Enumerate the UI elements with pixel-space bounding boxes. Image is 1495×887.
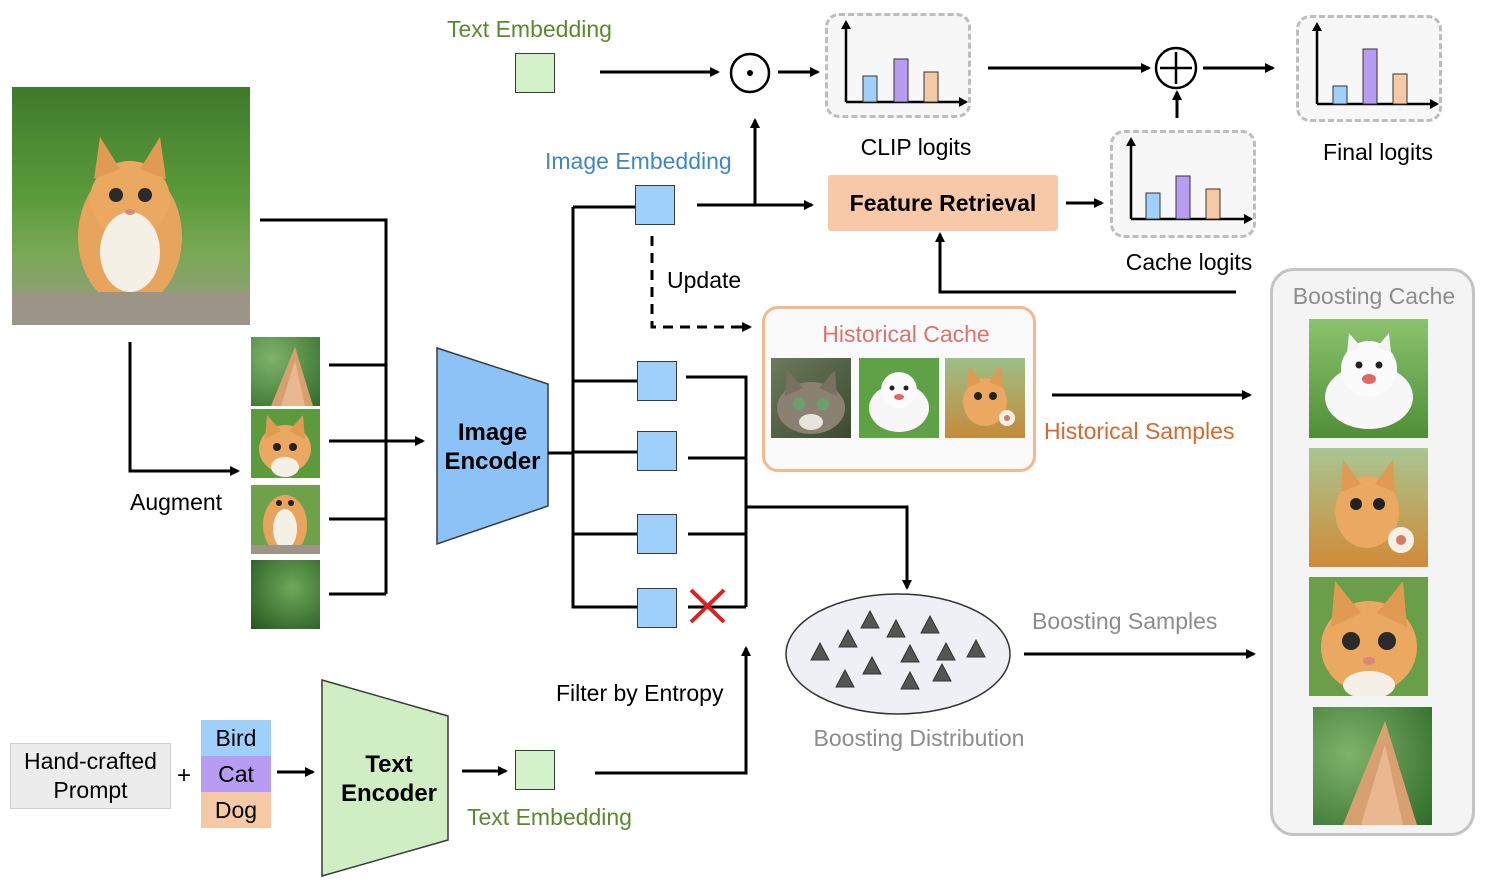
text-embedding-top-square — [515, 53, 555, 93]
clip-logits-bars — [841, 20, 968, 107]
cache-feedback-arrow — [935, 232, 1236, 294]
sample-point — [932, 662, 952, 682]
add-operator-icon — [1154, 46, 1198, 90]
sample-point — [860, 609, 880, 629]
sample-point — [886, 618, 906, 638]
text-embedding-bottom-label: Text Embedding — [467, 804, 632, 830]
text-encoder-label-line1: Text — [365, 751, 413, 778]
historical-tabby-cat-image — [771, 358, 851, 438]
boosting-samples-label: Boosting Samples — [1032, 608, 1218, 634]
boosting-distribution-label: Boosting Distribution — [813, 725, 1025, 751]
update-dashed-line — [650, 236, 742, 329]
bar-cat — [1362, 48, 1378, 105]
cache-logits-bars — [1126, 137, 1253, 224]
bar-bird — [862, 75, 878, 103]
bar-cat — [893, 58, 909, 103]
augmented-body-crop — [251, 485, 320, 554]
hand-crafted-prompt-box: Hand-crafted Prompt — [10, 743, 171, 809]
clip-logits-label: CLIP logits — [860, 134, 972, 160]
class-bird-cell: Bird — [201, 720, 271, 756]
image-encoder-shape — [436, 346, 549, 546]
sample-point — [862, 655, 882, 675]
prompt-label-line2: Prompt — [53, 777, 128, 803]
bar-bird — [1145, 192, 1161, 220]
feature-retrieval-label: Feature Retrieval — [849, 189, 1037, 216]
augmented-embedding-square — [637, 588, 677, 628]
augmented-background-crop — [251, 560, 320, 629]
sample-point — [936, 641, 956, 661]
filtered-cross-icon — [689, 588, 726, 624]
final-logits-label: Final logits — [1323, 139, 1433, 165]
update-label: Update — [667, 267, 742, 293]
text-encoder-label-line2: Encoder — [340, 780, 438, 808]
augmented-embedding-square — [637, 361, 677, 401]
historical-running-kitten-image — [945, 358, 1025, 438]
sample-point — [810, 641, 830, 661]
sample-point — [900, 670, 920, 690]
image-encoder-label: Image Encoder — [437, 418, 548, 477]
sample-point — [838, 628, 858, 648]
augment-label: Augment — [130, 489, 223, 515]
bar-dog — [1392, 73, 1408, 105]
augmented-ear-crop — [251, 337, 320, 406]
input-cat-image — [12, 87, 250, 325]
feature-retrieval-box: Feature Retrieval — [828, 175, 1058, 231]
text-embedding-top-label: Text Embedding — [447, 16, 612, 42]
historical-white-dog-image — [859, 358, 939, 438]
image-embedding-square — [635, 185, 675, 225]
prompt-label-line1: Hand-crafted — [24, 748, 157, 775]
sample-point — [900, 643, 920, 663]
sample-point — [966, 638, 986, 658]
class-dog-label: Dog — [214, 796, 258, 823]
final-logits-chart — [1296, 15, 1442, 122]
bar-dog — [923, 71, 939, 103]
encoder-output-lines — [548, 205, 909, 609]
cache-logits-label: Cache logits — [1125, 249, 1253, 275]
sample-point — [920, 614, 940, 634]
augmented-embedding-square — [637, 431, 677, 471]
image-embedding-label: Image Embedding — [545, 148, 732, 174]
kitten-illustration — [12, 137, 250, 325]
filter-entropy-arrow — [595, 646, 751, 775]
boosting-distribution-points — [810, 609, 986, 690]
sample-point — [835, 668, 855, 688]
class-dog-cell: Dog — [201, 792, 271, 828]
class-bird-label: Bird — [215, 724, 257, 751]
boosting-white-dog-image — [1309, 319, 1428, 438]
image-encoder-label-line1: Image — [457, 419, 528, 446]
text-encoder-label: Text Encoder — [330, 750, 448, 809]
class-cat-label: Cat — [218, 760, 254, 787]
boosting-cache-label: Boosting Cache — [1292, 283, 1456, 309]
boosting-ear-crop-image — [1313, 707, 1432, 825]
clip-logits-chart — [825, 13, 971, 118]
cache-logits-chart — [1110, 130, 1256, 238]
augmented-embedding-square — [637, 514, 677, 554]
text-encoder-shape — [321, 679, 449, 877]
historical-samples-label: Historical Samples — [1044, 418, 1235, 444]
bar-dog — [1205, 188, 1221, 220]
text-embedding-bottom-square — [515, 750, 555, 790]
multiply-operator-icon — [729, 52, 771, 94]
bar-bird — [1332, 85, 1348, 105]
boosting-kitten-face-image — [1309, 577, 1428, 696]
plus-sign: + — [177, 762, 192, 789]
bar-cat — [1175, 175, 1191, 220]
historical-cache-label: Historical Cache — [822, 321, 990, 347]
image-encoder-label-line2: Encoder — [444, 448, 541, 476]
class-cat-cell: Cat — [201, 756, 271, 792]
filter-by-entropy-label: Filter by Entropy — [556, 680, 724, 706]
augmented-face-crop — [251, 409, 320, 478]
boosting-running-kitten-image — [1309, 448, 1428, 567]
final-logits-bars — [1312, 22, 1439, 109]
